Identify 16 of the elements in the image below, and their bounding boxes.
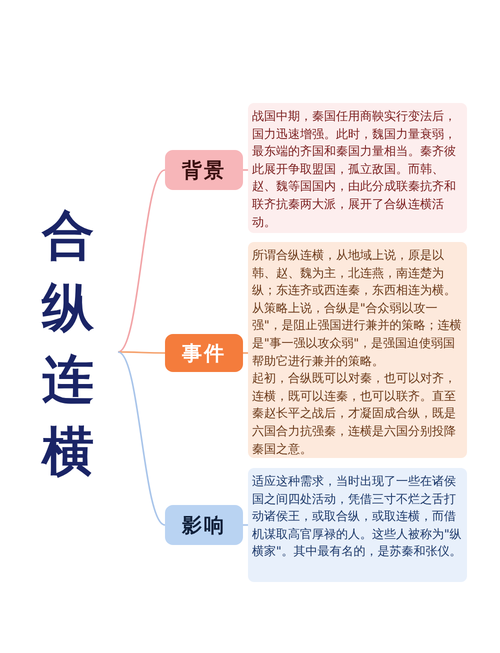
detail-box: [248, 242, 467, 458]
topic-box: 事件: [165, 334, 243, 372]
connector-line: [243, 352, 248, 354]
paragraph: 适应这种需求，当时出现了一些在诸侯国之间四处活动，凭借三寸不烂之舌打动诸侯王，或取合纵，或取连横，而借机谋取高官厚禄的人。这些人被称为"纵横家"。其中最有名的，是苏秦和张仪。: [252, 473, 463, 560]
detail-box: [248, 468, 467, 582]
connector-line: [243, 169, 248, 171]
title-text: 合纵连横: [40, 205, 95, 484]
connector-line: [118, 169, 166, 353]
topic-box: 背景: [165, 150, 243, 190]
topic-box: 影响: [165, 505, 243, 545]
paragraph: 战国中期，秦国任用商鞅实行变法后，国力迅速增强。此时，魏国力量衰弱，最东端的齐国和秦国力量相当。秦齐彼此展开争取盟国，孤立敌国。而韩、赵、魏等国国内，由此分成联秦抗齐和联齐抗秦两大派，展开了合纵连横活动。: [252, 108, 457, 231]
paragraph: 所谓合纵连横，从地域上说，原是以韩、赵、魏为主，北连燕，南连楚为纵；东连齐或西连秦，东西相连为横。从策略上说，合纵是"合众弱以攻一强"，是阻止强国进行兼并的策略；连横是"事一强以攻众弱"，是强国迫使弱国帮助它进行兼并的策略。: [252, 247, 463, 370]
connector-line: [243, 524, 248, 526]
connector-line: [118, 351, 166, 526]
connector-line: [118, 351, 165, 354]
paragraph: 起初，合纵既可以对秦，也可以对齐，连横，既可以连秦，也可以联齐。直至秦赵长平之战后，才凝固成合纵，既是六国合力抗强秦，连横是六国分别投降秦国之意。: [252, 370, 457, 458]
